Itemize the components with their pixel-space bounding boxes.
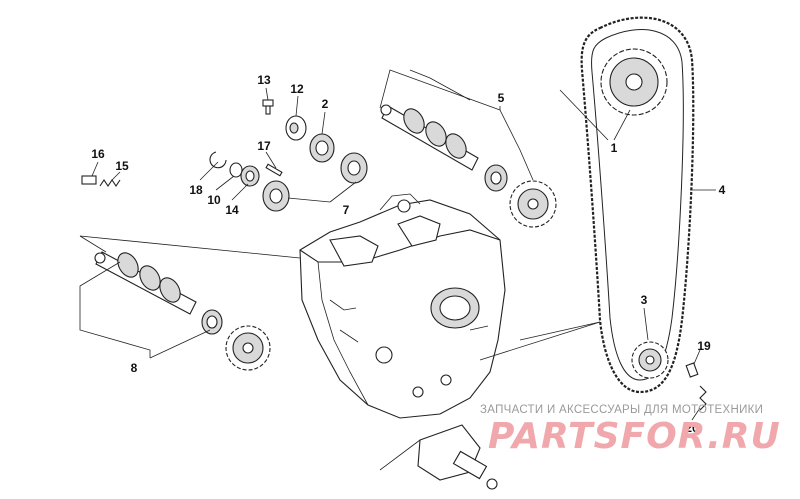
left-camshaft — [94, 251, 197, 315]
upper-chain-sprocket — [600, 48, 668, 116]
part-label: 20 — [685, 421, 699, 435]
right-bearing — [484, 164, 508, 192]
part-label: 4 — [719, 183, 726, 197]
left-bearing — [201, 309, 223, 335]
part-label: 19 — [697, 339, 711, 353]
part-label: 7 — [343, 203, 350, 217]
part-label: 1 — [611, 141, 618, 155]
leader-lines — [79, 69, 716, 421]
cylinder-head — [299, 193, 506, 419]
part-label: 13 — [257, 73, 271, 87]
gear-14 — [240, 165, 260, 187]
spring-15 — [99, 179, 121, 187]
part-label: 5 — [498, 91, 505, 105]
bolt-13 — [262, 99, 274, 115]
bearing-7-upper — [340, 152, 368, 184]
part-label: 17 — [257, 139, 271, 153]
pin-17 — [265, 163, 283, 177]
part-label: 10 — [207, 193, 221, 207]
part-labels: 13 12 2 5 1 4 3 17 16 15 18 10 14 7 8 19… — [91, 73, 725, 435]
part-label: 14 — [225, 203, 239, 217]
lower-chain-sprocket — [631, 341, 669, 379]
bearing-2 — [309, 133, 335, 163]
left-sprocket — [225, 325, 271, 371]
right-camshaft — [380, 104, 479, 171]
plunger-16 — [81, 175, 97, 185]
bearing-7-lower — [262, 180, 290, 212]
part-label: 15 — [115, 159, 129, 173]
circlip-18 — [209, 151, 227, 169]
cam-chain — [580, 16, 695, 394]
watermark-logo: PARTSFOR.RU — [488, 416, 781, 457]
right-sprocket — [509, 180, 557, 228]
part-label: 16 — [91, 147, 105, 161]
watermark-caption: ЗАПЧАСТИ И АКСЕССУАРЫ ДЛЯ МОТОТЕХНИКИ — [480, 404, 764, 416]
crankshaft-fragment — [379, 424, 498, 490]
part-label: 2 — [322, 97, 329, 111]
washer-12 — [285, 115, 307, 141]
spring-20 — [699, 385, 707, 411]
part-label: 18 — [189, 183, 203, 197]
part-label: 3 — [641, 293, 648, 307]
part-label: 12 — [290, 82, 304, 96]
plug-19 — [685, 362, 699, 378]
washer-10 — [229, 162, 243, 178]
part-label: 8 — [131, 361, 138, 375]
